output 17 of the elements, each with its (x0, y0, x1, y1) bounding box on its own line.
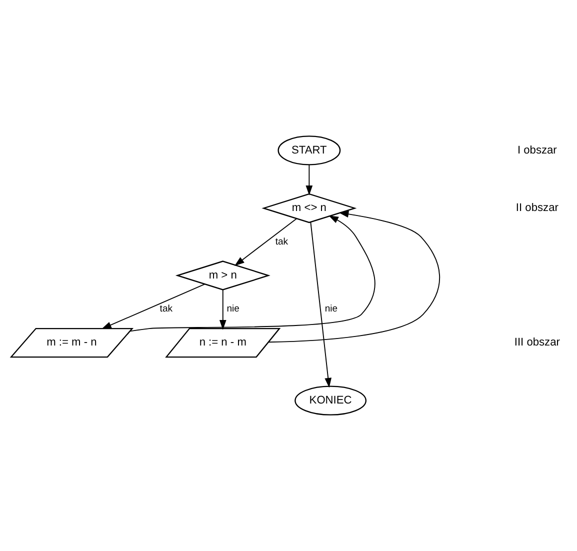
edge-label: tak (275, 236, 288, 248)
arrow (219, 289, 226, 330)
node-ellipse: KONIEC (294, 386, 367, 416)
label: II obszar (516, 202, 558, 214)
arrow (310, 222, 332, 388)
node-ellipse: START (278, 136, 341, 166)
edge-label: tak (160, 304, 172, 315)
arrow (234, 218, 297, 266)
edge-label: nie (226, 304, 240, 315)
arrow (306, 164, 313, 196)
label: I obszar (517, 144, 557, 156)
label: III obszar (514, 336, 560, 349)
edge-label: nie (324, 304, 338, 315)
arrow (268, 210, 440, 343)
arrow (130, 215, 376, 332)
arrow (102, 284, 206, 330)
node-diamond: m > n (175, 260, 270, 290)
